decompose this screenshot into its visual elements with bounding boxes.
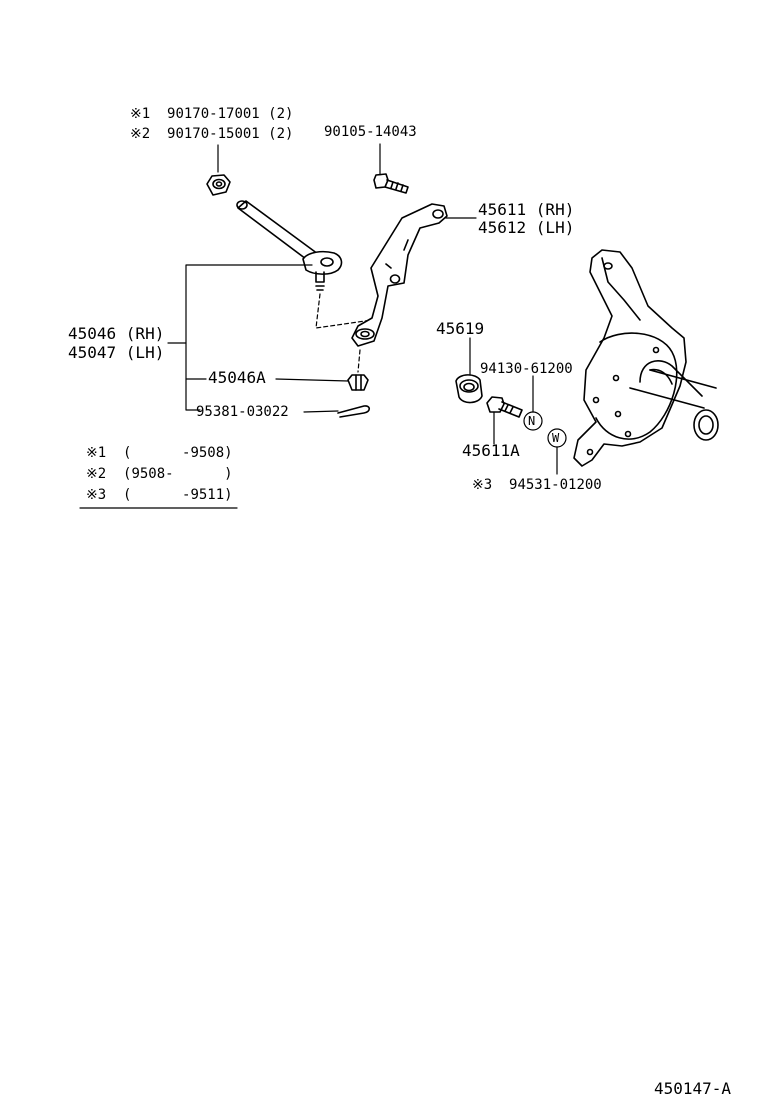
label-part-4: 45611 (RH)	[478, 200, 575, 219]
castle-nut	[347, 374, 369, 391]
legend-line-2: ※2 (9508- )	[86, 466, 233, 482]
label-part-13: ※3 94531-01200	[472, 477, 602, 493]
label-part-9: 95381-03022	[196, 404, 289, 420]
marker-n: N	[528, 414, 536, 428]
label-part-2: ※2 90170-15001 (2)	[130, 126, 294, 142]
diagram-reference-number: 450147-A	[654, 1079, 732, 1098]
label-part-5: 45612 (LH)	[478, 218, 575, 237]
bolt-45611a	[486, 396, 523, 418]
label-part-6: 45046 (RH)	[68, 324, 165, 343]
nut-top	[206, 174, 231, 196]
knuckle-arm	[351, 203, 448, 347]
marker-w: W	[552, 431, 560, 445]
bushing	[455, 374, 483, 404]
label-part-10: 45619	[436, 319, 485, 338]
steering-knuckle	[573, 249, 719, 467]
label-part-8: 45046A	[208, 368, 266, 387]
cotter-pin	[337, 405, 371, 418]
legend-line-1: ※1 ( -9508)	[86, 445, 233, 461]
bolt-top	[373, 173, 409, 194]
tie-rod-end	[236, 200, 343, 291]
label-part-7: 45047 (LH)	[68, 343, 165, 362]
label-part-11: 94130-61200	[480, 361, 573, 377]
label-part-12: 45611A	[462, 441, 520, 460]
legend-line-3: ※3 ( -9511)	[86, 487, 233, 503]
label-part-3: 90105-14043	[324, 124, 417, 140]
label-part-1: ※1 90170-17001 (2)	[130, 106, 294, 122]
